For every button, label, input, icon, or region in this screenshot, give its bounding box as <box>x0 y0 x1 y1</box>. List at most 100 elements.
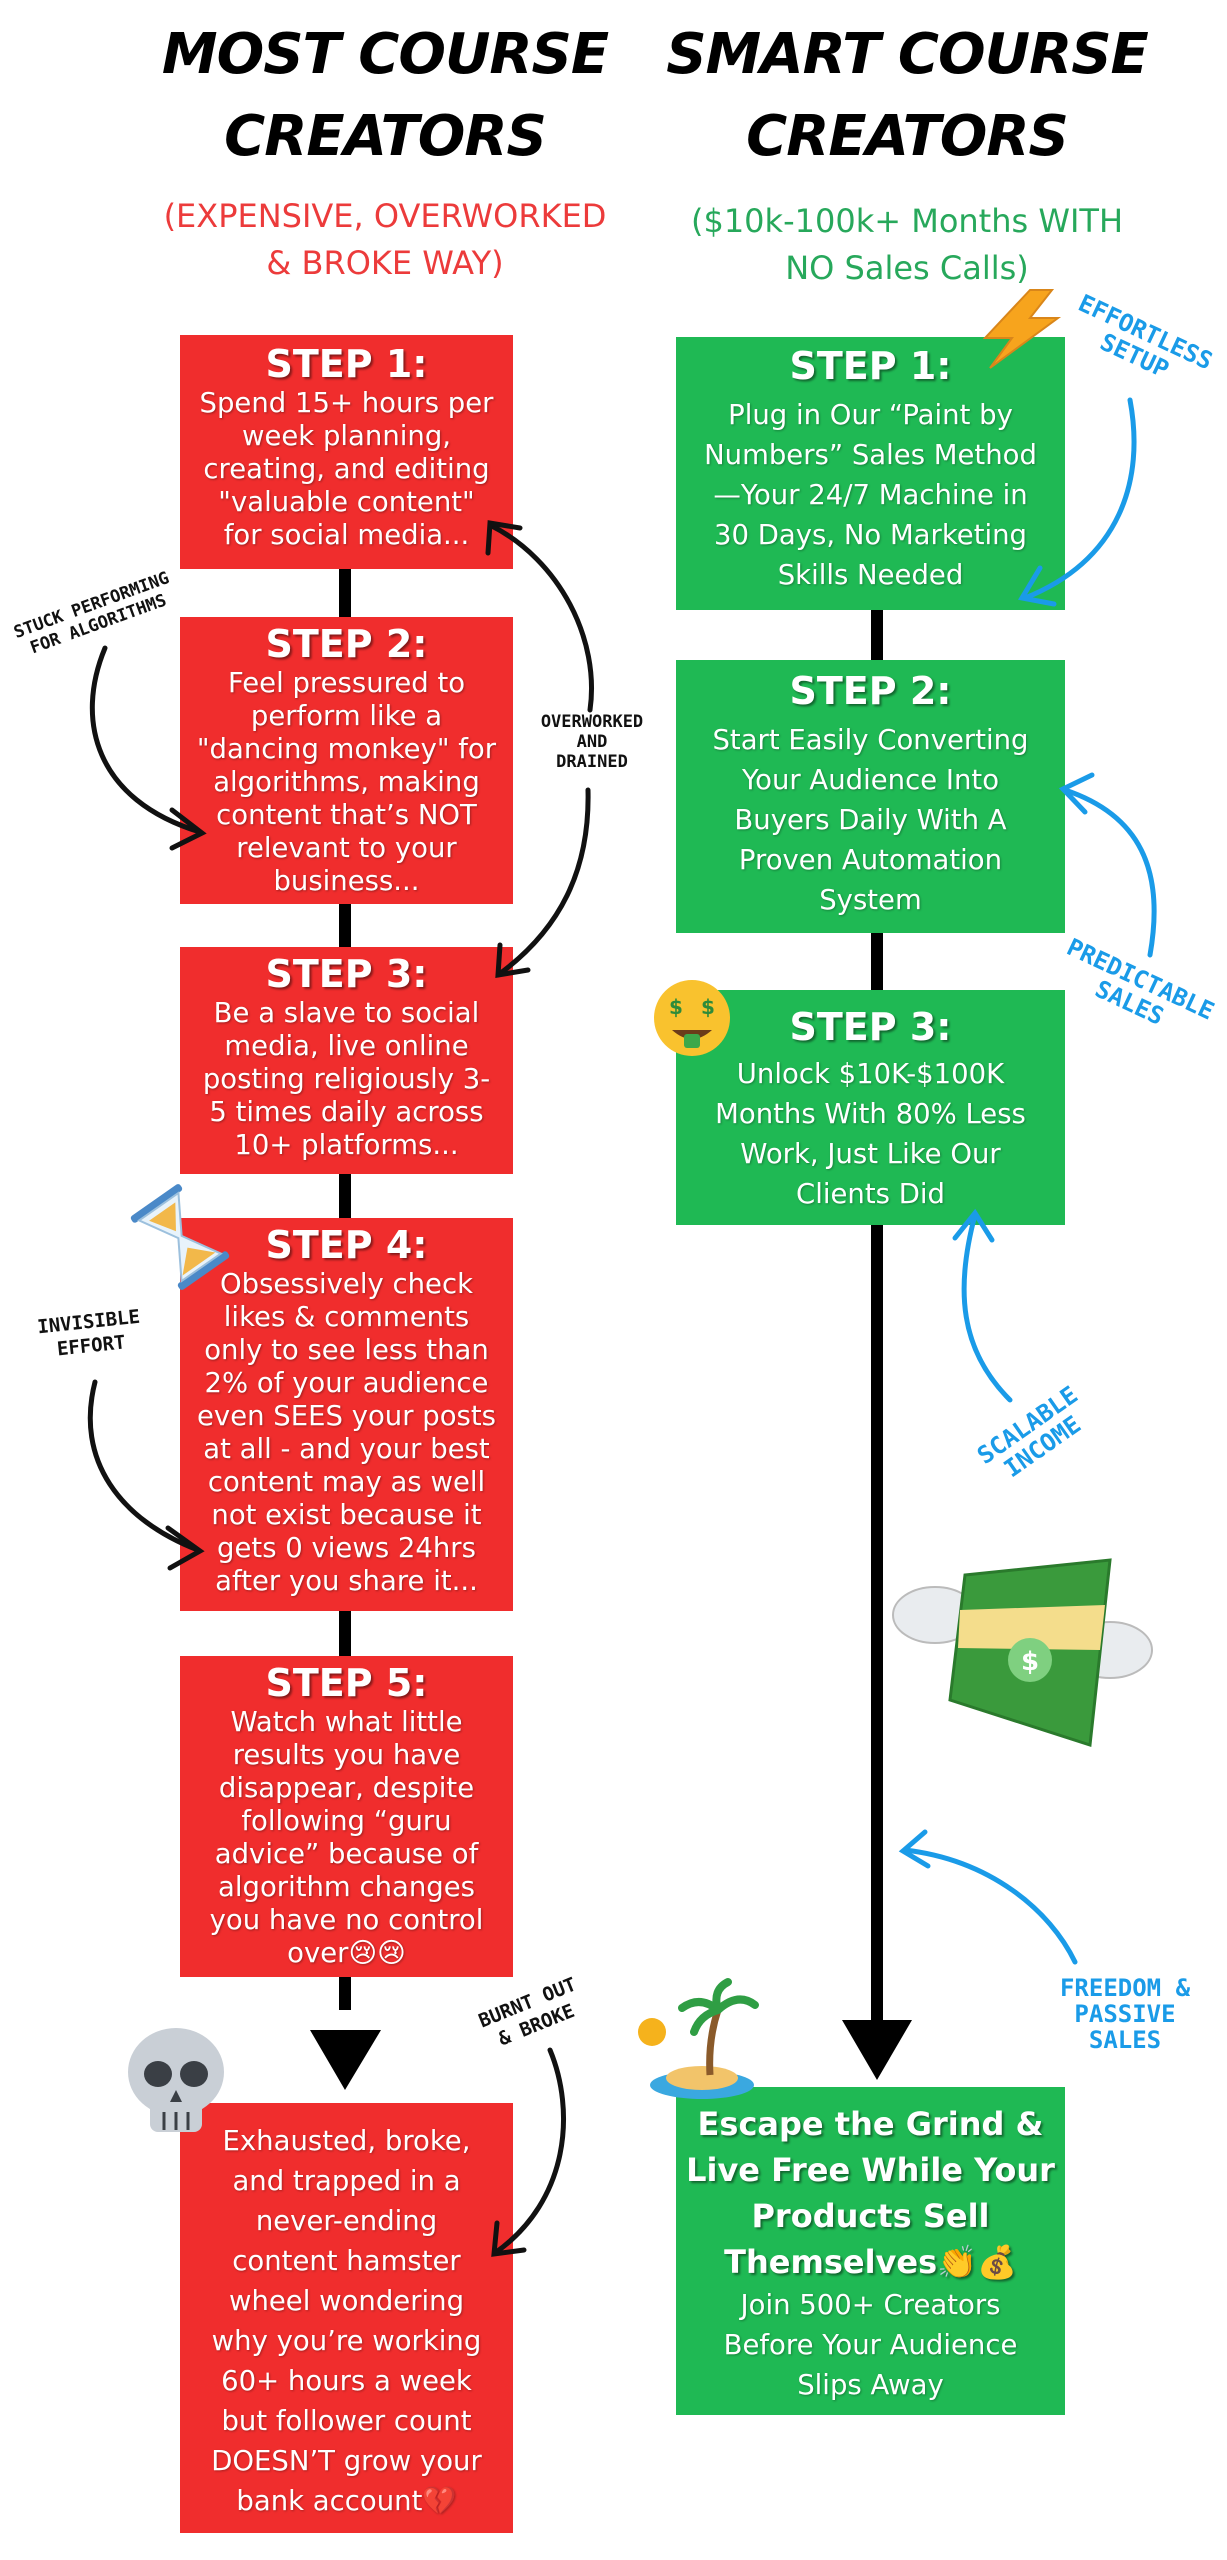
right-step-1-box: STEP 1: Plug in Our “Paint by Numbers” S… <box>676 337 1065 610</box>
left-step-5-line: results you have <box>232 1739 461 1771</box>
left-step-4-line: gets 0 views 24hrs <box>217 1532 476 1564</box>
stuck-arrow <box>89 645 203 835</box>
left-step-1-line: "valuable content" <box>218 486 475 518</box>
left-step-2-box: STEP 2: Feel pressured to perform like a… <box>180 617 513 904</box>
left-step-3-line: media, live online <box>224 1030 469 1062</box>
right-heading-line2: CREATORS <box>746 104 1069 169</box>
left-step-2-line: content that’s NOT <box>216 799 477 831</box>
right-subtitle: ($10k-100k+ Months WITH NO Sales Calls) <box>652 198 1162 292</box>
right-heading-line1: SMART COURSE <box>666 22 1149 87</box>
left-step-3-line: 5 times daily across <box>209 1096 484 1128</box>
left-final-box: Exhausted, broke, and trapped in a never… <box>180 2103 513 2533</box>
right-final-line: Join 500+ Creators <box>740 2289 1001 2321</box>
left-step-5-line: over😢😢 <box>287 1937 406 1969</box>
right-final-title-line: Live Free While Your <box>686 2151 1055 2189</box>
right-step-3-line: Months With 80% Less <box>715 1098 1026 1130</box>
svg-text:$: $ <box>669 995 683 1019</box>
left-step-2-line: business... <box>273 865 420 897</box>
right-step-1-line: —Your 24/7 Machine in <box>713 479 1028 511</box>
left-step-2-line: Feel pressured to <box>227 667 466 699</box>
predictable-arrow <box>1062 787 1157 958</box>
right-final-line: Before Your Audience <box>723 2329 1018 2361</box>
left-arrowhead <box>310 2030 381 2090</box>
freedom-arrow <box>902 1847 1078 1965</box>
left-step-3-line: 10+ platforms... <box>234 1129 459 1161</box>
left-step-5-line: disappear, despite <box>218 1772 475 1804</box>
left-final-line: content hamster <box>232 2245 461 2277</box>
overworked-arrow-top <box>487 522 594 713</box>
left-step-4-line: not exist because it <box>211 1499 482 1531</box>
burnt-arrowhead <box>491 2220 527 2257</box>
left-step-4-line: content may as well <box>207 1466 486 1498</box>
left-curved-arrows <box>87 520 594 2257</box>
right-step-2-line: Buyers Daily With A <box>734 804 1007 836</box>
right-subtitle-line1: ($10k-100k+ Months WITH <box>690 202 1124 240</box>
left-step-3-line: Be a slave to social <box>213 997 480 1029</box>
effortless-arrow <box>1022 397 1137 601</box>
left-step-5-line: you have no control <box>209 1904 484 1936</box>
right-step-2-line: System <box>819 884 922 916</box>
right-step-3-line: Unlock $10K-$100K <box>736 1058 1005 1090</box>
left-step-4-box: STEP 4: Obsessively check likes & commen… <box>180 1218 513 1611</box>
right-step-3-line: Work, Just Like Our <box>740 1138 1001 1170</box>
left-final-line: Exhausted, broke, <box>222 2125 471 2157</box>
right-final-title-line: Themselves👏💰 <box>724 2243 1017 2281</box>
left-step-5-line: following “guru <box>241 1805 452 1837</box>
left-final-line: 60+ hours a week <box>221 2365 472 2397</box>
left-step-2-line: perform like a <box>250 700 443 732</box>
overworked-line-3: DRAINED <box>556 752 628 772</box>
freedom-line-1: FREEDOM & <box>1059 1974 1191 2002</box>
right-step-3-line: Clients Did <box>796 1178 945 1210</box>
left-step-4-line: at all - and your best <box>203 1433 490 1465</box>
left-step-1-line: week planning, <box>241 420 452 452</box>
left-step-5-box: STEP 5: Watch what little results you ha… <box>180 1656 513 1977</box>
right-subtitle-line2: NO Sales Calls) <box>785 249 1029 287</box>
invisible-arrowhead <box>165 1525 205 1571</box>
left-step-1-title: STEP 1: <box>265 342 428 386</box>
left-final-line: but follower count <box>221 2405 472 2437</box>
right-curved-arrows <box>898 397 1157 1965</box>
left-step-3-title: STEP 3: <box>265 952 428 996</box>
right-final-title-line: Escape the Grind & <box>697 2105 1044 2143</box>
burnt-arrow <box>492 2047 566 2256</box>
left-step-5-title: STEP 5: <box>265 1661 428 1705</box>
scalable-arrow <box>961 1212 1013 1403</box>
left-step-2-line: "dancing monkey" for <box>196 733 497 765</box>
left-final-line: and trapped in a <box>232 2165 461 2197</box>
left-subtitle-line1: (EXPENSIVE, OVERWORKED <box>163 197 607 235</box>
overworked-line-2: AND <box>576 732 608 752</box>
left-subtitle-line2: & BROKE WAY) <box>266 244 504 282</box>
left-step-1-line: for social media... <box>223 519 470 551</box>
left-step-3-line: posting religiously 3- <box>202 1063 491 1095</box>
money-with-wings-icon: $ <box>892 1558 1153 1747</box>
overworked-label: OVERWORKED AND DRAINED <box>522 712 662 772</box>
stuck-arrowhead <box>169 807 207 851</box>
left-step-4-line: only to see less than <box>204 1334 489 1366</box>
left-step-4-title: STEP 4: <box>265 1223 428 1267</box>
svg-text:$: $ <box>701 995 715 1019</box>
freedom-passive-label: FREEDOM & PASSIVE SALES <box>1030 1975 1220 2053</box>
left-final-line: bank account💔 <box>236 2485 457 2517</box>
desert-island-icon <box>638 1978 759 2099</box>
right-step-3-box: STEP 3: Unlock $10K-$100K Months With 80… <box>676 990 1065 1225</box>
left-step-4-line: even SEES your posts <box>197 1400 496 1432</box>
freedom-line-2: PASSIVE <box>1074 2000 1176 2028</box>
right-step-2-title: STEP 2: <box>789 669 952 713</box>
overworked-arrow-bottom <box>495 787 591 978</box>
overworked-arrowhead-bottom <box>495 942 531 978</box>
right-step-2-line: Start Easily Converting <box>712 724 1029 756</box>
invisible-arrow <box>87 1379 201 1553</box>
svg-text:$: $ <box>1021 1647 1039 1677</box>
left-step-5-line: Watch what little <box>230 1706 463 1738</box>
left-step-5-line: advice” because of <box>214 1838 479 1870</box>
right-heading: SMART COURSE CREATORS <box>652 14 1162 178</box>
left-step-1-box: STEP 1: Spend 15+ hours per week plannin… <box>180 335 513 569</box>
right-step-1-line: Skills Needed <box>777 559 964 591</box>
effortless-arrowhead <box>1018 565 1057 607</box>
right-step-1-line: Plug in Our “Paint by <box>728 399 1013 431</box>
left-step-4-line: Obsessively check <box>219 1268 473 1300</box>
left-step-4-line: 2% of your audience <box>204 1367 489 1399</box>
left-heading: MOST COURSE CREATORS <box>150 14 620 178</box>
left-step-1-line: Spend 15+ hours per <box>199 387 494 419</box>
overworked-arrowhead-top <box>485 520 523 556</box>
